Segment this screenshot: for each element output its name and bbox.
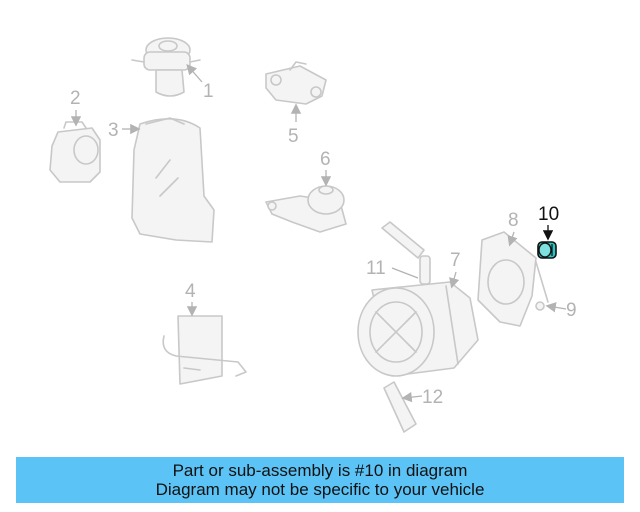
leader-7 <box>449 271 460 289</box>
banner-line-2: Diagram may not be specific to your vehi… <box>155 480 485 499</box>
callout-3: 3 <box>108 120 119 141</box>
part-10-highlighted[interactable] <box>537 241 557 259</box>
part-4-module <box>162 315 247 385</box>
part-12-hose <box>383 381 417 433</box>
callout-8: 8 <box>508 210 519 231</box>
callout-5: 5 <box>288 126 299 147</box>
part-9-bolt <box>535 261 549 311</box>
callout-9: 9 <box>566 300 577 321</box>
callout-1: 1 <box>203 81 214 102</box>
banner-line-1: Part or sub-assembly is #10 in diagram <box>172 461 468 480</box>
callout-10: 10 <box>538 204 559 225</box>
part-8-plate <box>477 231 537 327</box>
part-6-pump <box>265 185 347 233</box>
part-11-hose <box>381 221 431 285</box>
callout-6: 6 <box>320 149 331 170</box>
callout-11: 11 <box>366 258 386 279</box>
leader-11 <box>391 267 419 279</box>
info-banner: Part or sub-assembly is #10 in diagram D… <box>16 457 624 503</box>
part-3-air-box <box>131 117 215 243</box>
parts-diagram: 1 2 3 5 6 4 11 <box>49 37 577 433</box>
leader-8 <box>507 231 518 247</box>
part-5-bracket <box>265 61 327 105</box>
part-1-valve <box>131 37 201 97</box>
leader-1 <box>186 64 203 83</box>
callout-4: 4 <box>185 281 196 302</box>
part-7-air-pump <box>357 281 479 377</box>
leader-9 <box>545 302 567 313</box>
callout-2: 2 <box>70 88 81 109</box>
leader-12 <box>401 391 423 403</box>
callout-12: 12 <box>422 387 443 408</box>
callout-7: 7 <box>450 250 461 271</box>
part-2-housing <box>49 121 101 183</box>
